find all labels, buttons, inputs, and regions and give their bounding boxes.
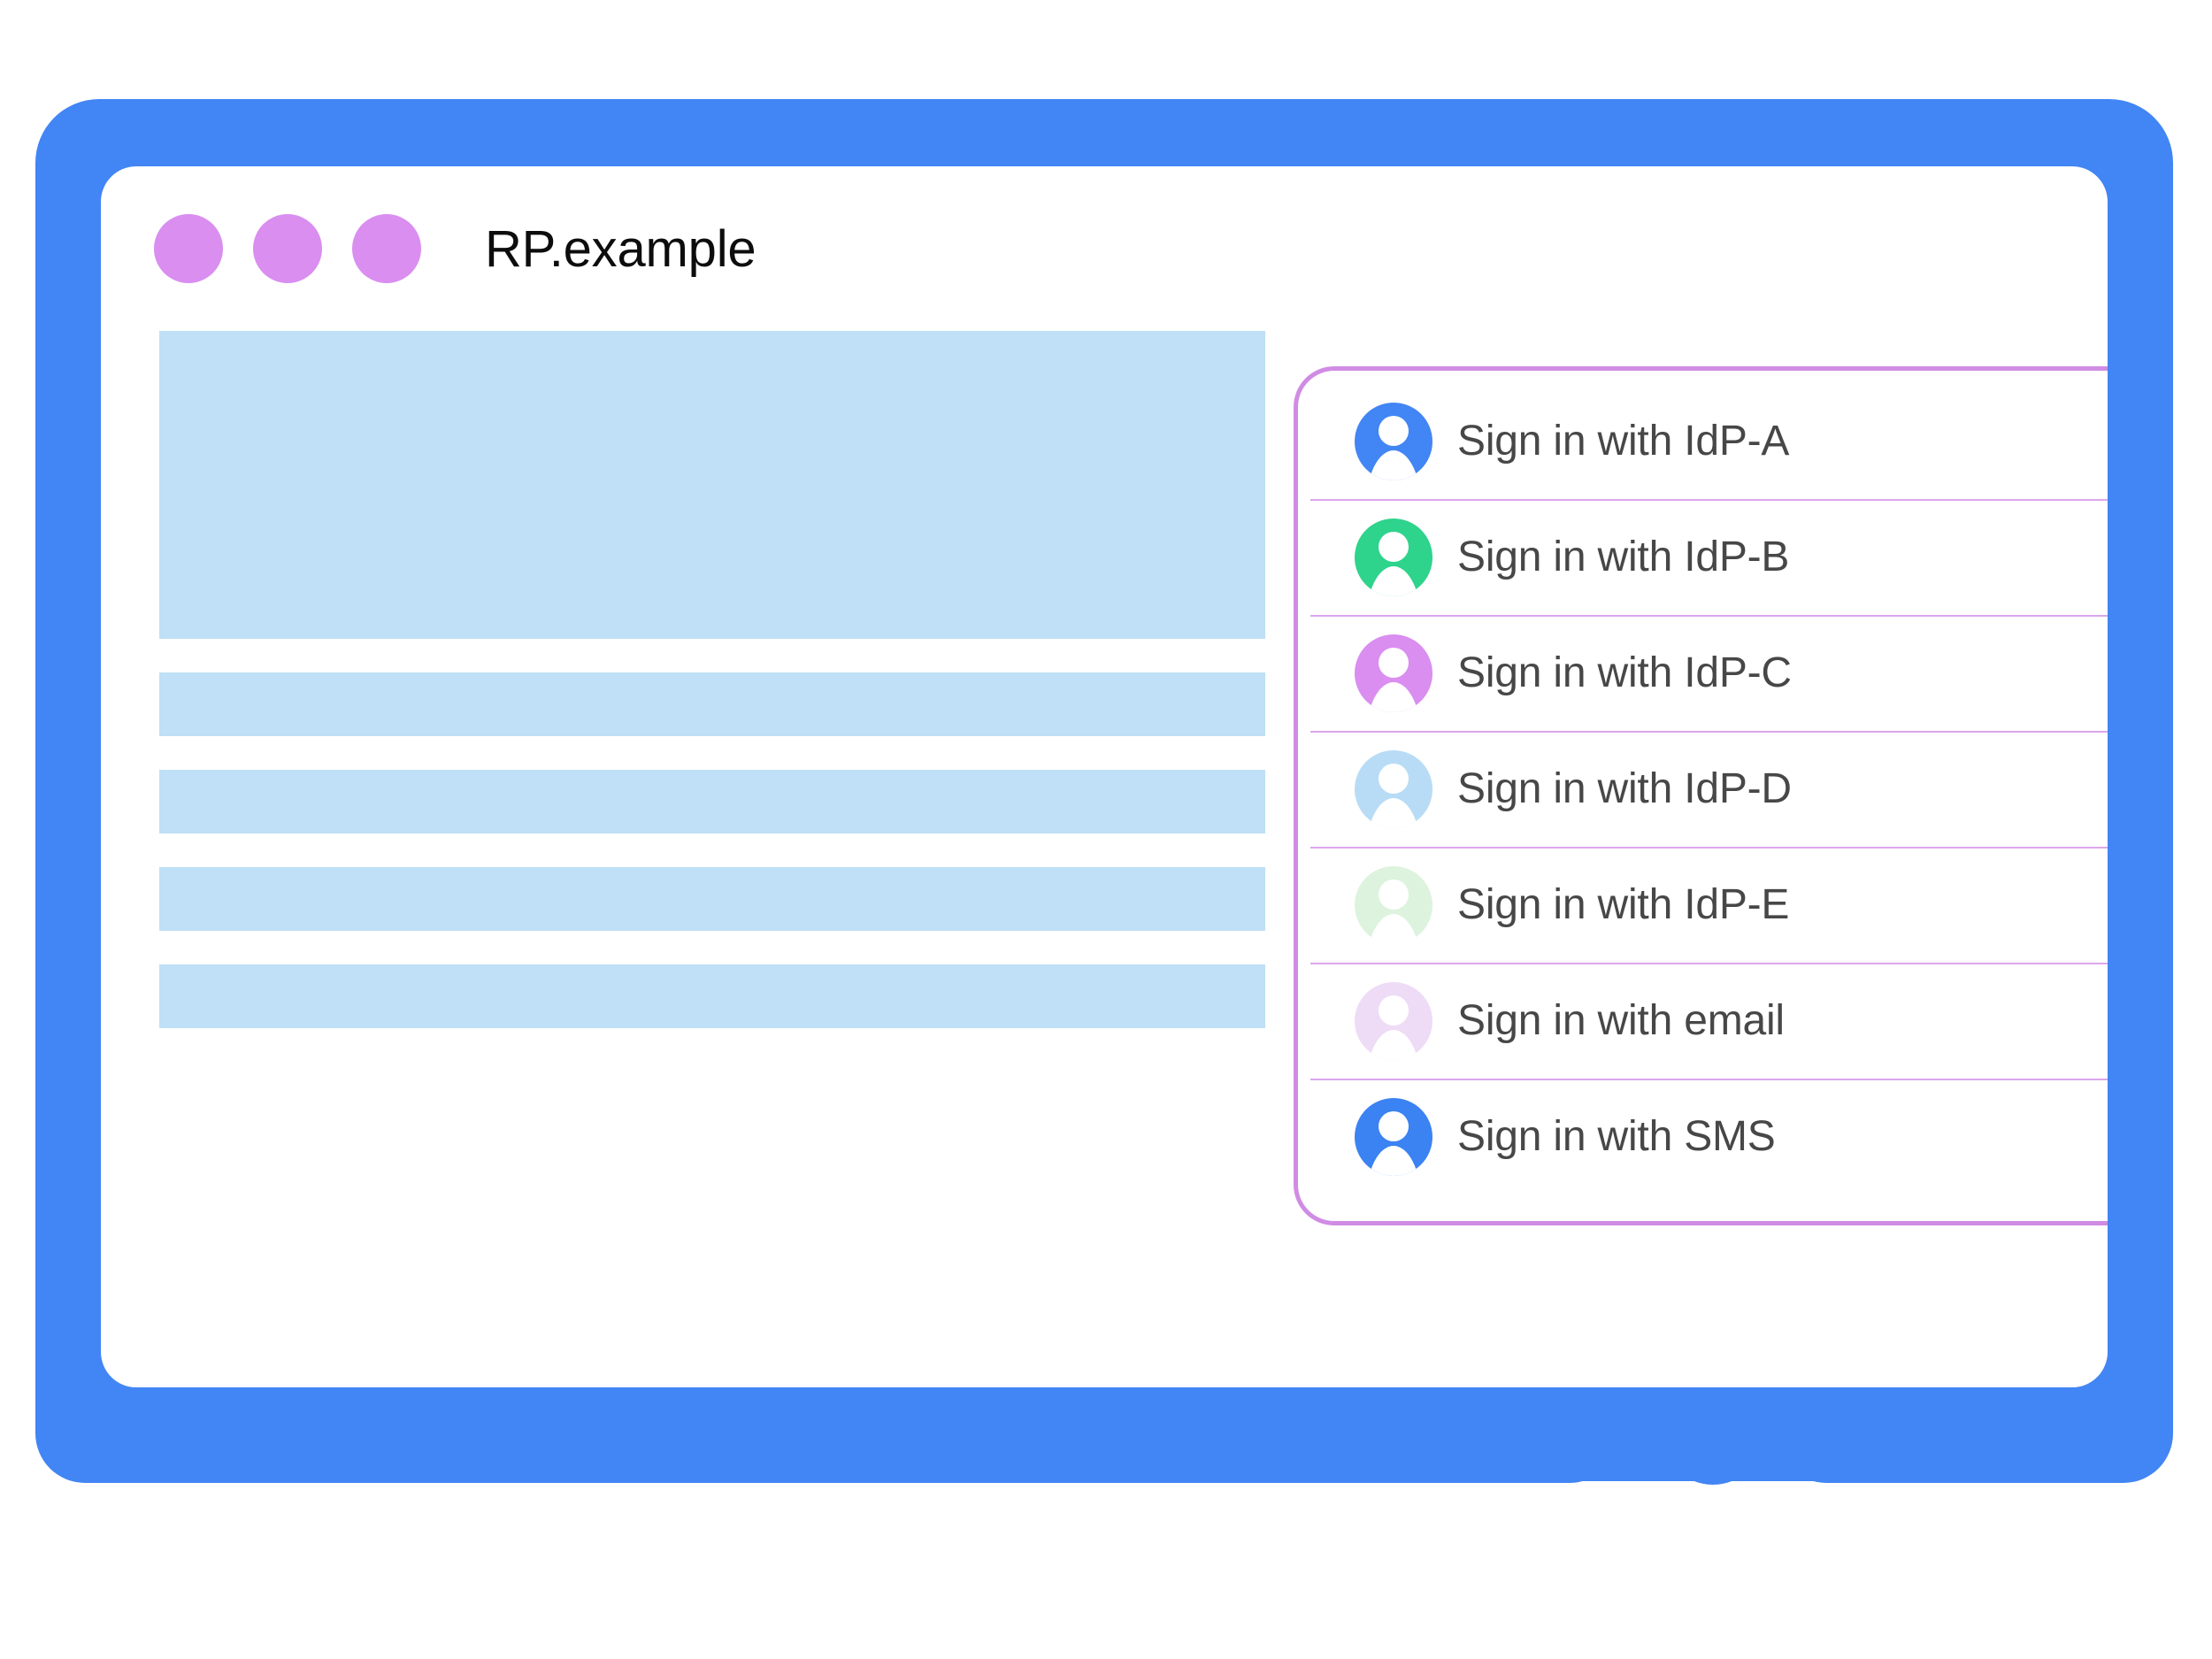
account-avatar-icon xyxy=(1355,981,1432,1060)
text-placeholder-bar-2 xyxy=(159,770,1265,833)
signin-option-sms[interactable]: Sign in with SMS xyxy=(1298,1079,2108,1194)
signin-option-idp-d[interactable]: Sign in with IdP-D xyxy=(1298,731,2108,847)
signin-option-label: Sign in with SMS xyxy=(1457,1113,1776,1160)
window-dot-2-icon[interactable] xyxy=(253,214,322,283)
signin-option-label: Sign in with IdP-E xyxy=(1457,881,1790,928)
signin-option-label: Sign in with IdP-C xyxy=(1457,649,1792,696)
account-chooser-panel: Sign in with IdP-A Sign in with IdP-B Si… xyxy=(1294,366,2108,1225)
device-bezel-bottom-left xyxy=(35,1384,1619,1483)
text-placeholder-bar-1 xyxy=(159,672,1265,736)
text-placeholder-bar-4 xyxy=(159,964,1265,1028)
home-button[interactable] xyxy=(1662,1382,1764,1485)
account-avatar-icon xyxy=(1355,518,1432,596)
signin-option-label: Sign in with IdP-D xyxy=(1457,765,1792,812)
page-title: RP.example xyxy=(485,219,757,278)
signin-option-idp-a[interactable]: Sign in with IdP-A xyxy=(1298,383,2108,499)
signin-option-label: Sign in with IdP-A xyxy=(1457,418,1790,465)
account-avatar-icon xyxy=(1355,634,1432,712)
signin-option-idp-c[interactable]: Sign in with IdP-C xyxy=(1298,615,2108,731)
page-content-skeleton xyxy=(159,331,1265,1062)
device-frame: RP.example Sign in with IdP-A Sign in wi… xyxy=(35,99,2173,1568)
hero-placeholder-block xyxy=(159,331,1265,639)
device-bezel-bottom-right xyxy=(1777,1384,2173,1483)
account-avatar-icon xyxy=(1355,402,1432,480)
signin-option-label: Sign in with IdP-B xyxy=(1457,534,1790,580)
browser-titlebar: RP.example xyxy=(101,166,2108,331)
signin-option-idp-b[interactable]: Sign in with IdP-B xyxy=(1298,499,2108,615)
window-dot-1-icon[interactable] xyxy=(154,214,223,283)
device-screen: RP.example Sign in with IdP-A Sign in wi… xyxy=(101,166,2108,1387)
window-dot-3-icon[interactable] xyxy=(352,214,421,283)
signin-option-label: Sign in with email xyxy=(1457,997,1785,1044)
signin-option-email[interactable]: Sign in with email xyxy=(1298,963,2108,1079)
text-placeholder-bar-3 xyxy=(159,867,1265,931)
account-avatar-icon xyxy=(1355,865,1432,944)
account-avatar-icon xyxy=(1355,1097,1432,1176)
account-avatar-icon xyxy=(1355,749,1432,828)
signin-option-idp-e[interactable]: Sign in with IdP-E xyxy=(1298,847,2108,963)
